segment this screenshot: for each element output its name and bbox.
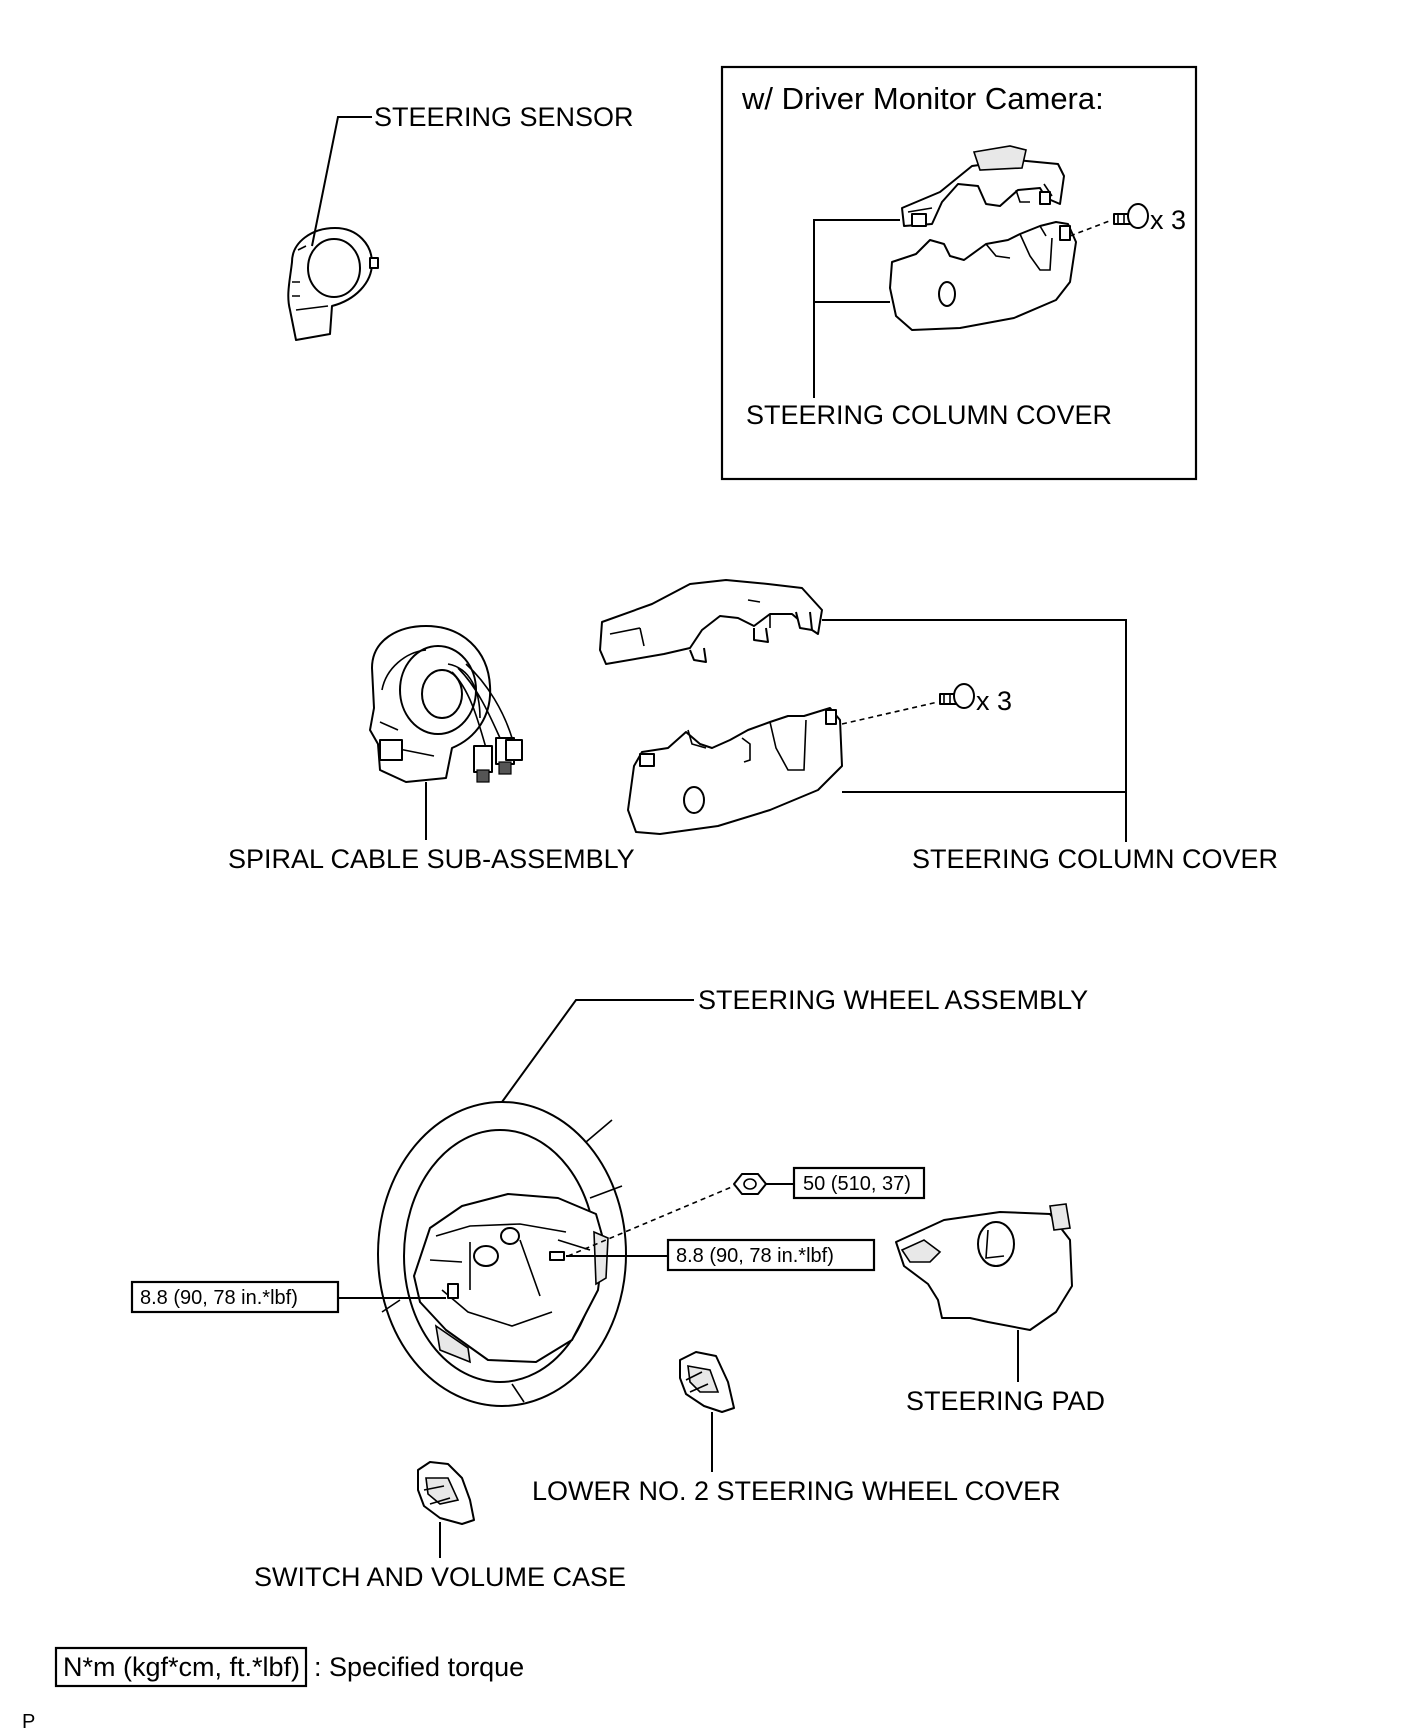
hub-nut-part [733, 1173, 767, 1195]
inset-upper-cover-part [901, 145, 1065, 227]
steering-wheel-part [377, 1101, 627, 1407]
lower-no2-cover-label: LOWER NO. 2 STEERING WHEEL COVER [532, 1476, 1061, 1506]
steering-sensor-part [287, 227, 379, 341]
steering-wheel-assembly-label: STEERING WHEEL ASSEMBLY [698, 985, 1088, 1015]
column-screw-qty: x 3 [976, 686, 1012, 716]
torque-right-value: 8.8 (90, 78 in.*lbf) [676, 1245, 834, 1267]
spiral-cable-label: SPIRAL CABLE SUB-ASSEMBLY [228, 844, 635, 874]
inset-column-cover-label: STEERING COLUMN COVER [746, 400, 1112, 430]
inset-cover-bracket [813, 219, 900, 398]
inset-screw-part [1113, 203, 1149, 229]
switch-volume-case-part [417, 1461, 475, 1525]
steering-sensor-label: STEERING SENSOR [374, 102, 634, 132]
steering-wheel-leader [501, 999, 694, 1103]
steering-column-cover-label: STEERING COLUMN COVER [912, 844, 1278, 874]
torque-nut-box [792, 1166, 926, 1200]
torque-left-value: 8.8 (90, 78 in.*lbf) [140, 1287, 298, 1309]
spiral-cable-part [369, 625, 523, 783]
torque-legend-unit: N*m (kgf*cm, ft.*lbf) [63, 1652, 300, 1682]
hub-nut-dash [567, 1185, 735, 1257]
torque-right-box [666, 1238, 876, 1272]
inset-screw-dash [1069, 219, 1113, 237]
column-screw-dash [841, 701, 939, 725]
lower-no2-cover-part [679, 1351, 735, 1413]
inset-screw-qty: x 3 [1150, 205, 1186, 235]
torque-legend-description: : Specified torque [314, 1652, 524, 1682]
torque-legend-box [54, 1646, 308, 1688]
inset-lower-cover-part [889, 221, 1077, 331]
steering-pad-label: STEERING PAD [906, 1386, 1105, 1416]
switch-volume-case-label: SWITCH AND VOLUME CASE [254, 1562, 626, 1592]
steering-sensor-leader [311, 116, 372, 247]
torque-nut-value: 50 (510, 37) [803, 1173, 911, 1195]
column-lower-cover-part [627, 707, 843, 835]
footer-code: P [22, 1711, 35, 1733]
steering-pad-part [895, 1203, 1073, 1331]
torque-left-box [130, 1280, 340, 1314]
inset-title: w/ Driver Monitor Camera: [741, 81, 1104, 116]
column-upper-cover-part [599, 579, 823, 665]
column-screw-part [939, 683, 975, 709]
column-cover-bracket [822, 619, 1127, 842]
